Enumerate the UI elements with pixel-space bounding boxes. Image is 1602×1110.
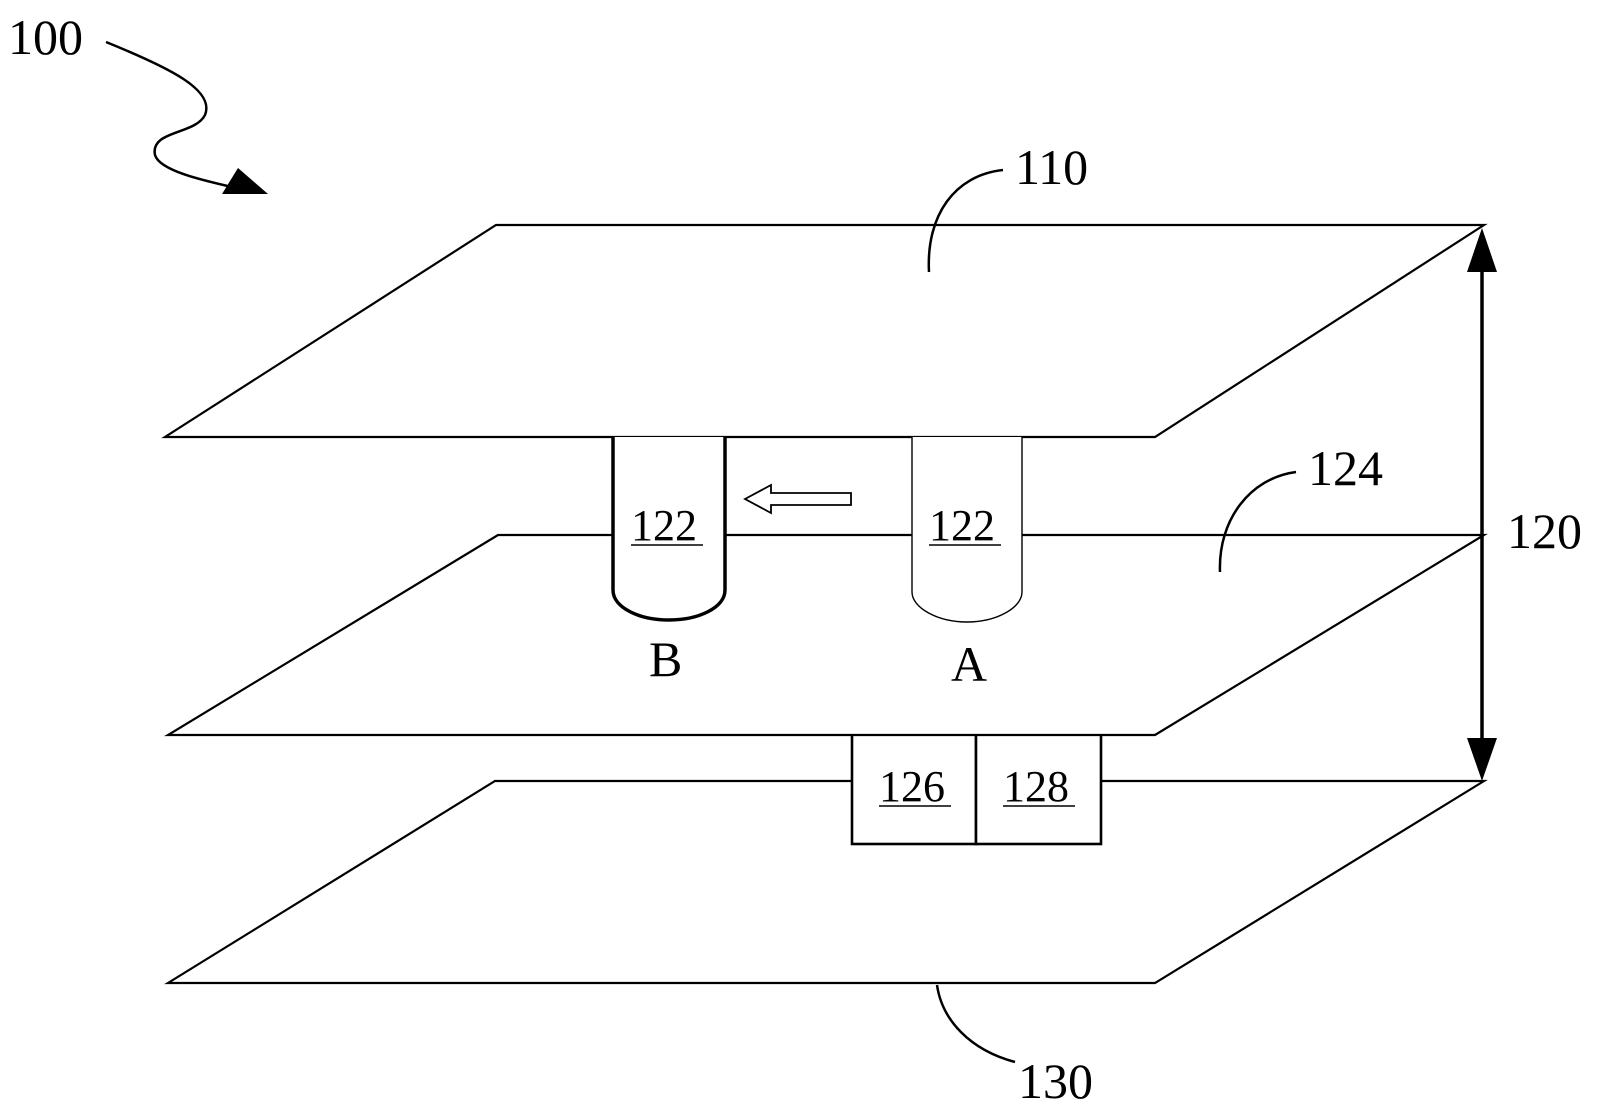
label-bottom-plate: 130 — [1018, 1053, 1093, 1109]
dimension-arrowhead-bottom — [1467, 738, 1497, 781]
label-channel: 124 — [1308, 440, 1383, 496]
label-droplet-b: 122 — [631, 501, 697, 550]
movement-arrow — [745, 485, 851, 513]
leader-bottom-plate — [937, 985, 1015, 1062]
label-position-a: A — [951, 636, 987, 692]
label-cell-right: 128 — [1003, 762, 1069, 811]
label-top-plate: 110 — [1015, 139, 1088, 195]
bottom-plate — [168, 781, 1484, 983]
middle-plate — [168, 535, 1484, 735]
label-droplet-a: 122 — [929, 501, 995, 550]
label-device: 100 — [8, 9, 83, 65]
label-position-b: B — [649, 631, 682, 687]
label-stack: 120 — [1507, 503, 1582, 559]
arrowhead-device — [222, 168, 268, 194]
label-cell-left: 126 — [879, 762, 945, 811]
leader-device — [106, 42, 245, 190]
top-plate — [165, 225, 1484, 437]
dimension-arrowhead-top — [1467, 228, 1497, 272]
